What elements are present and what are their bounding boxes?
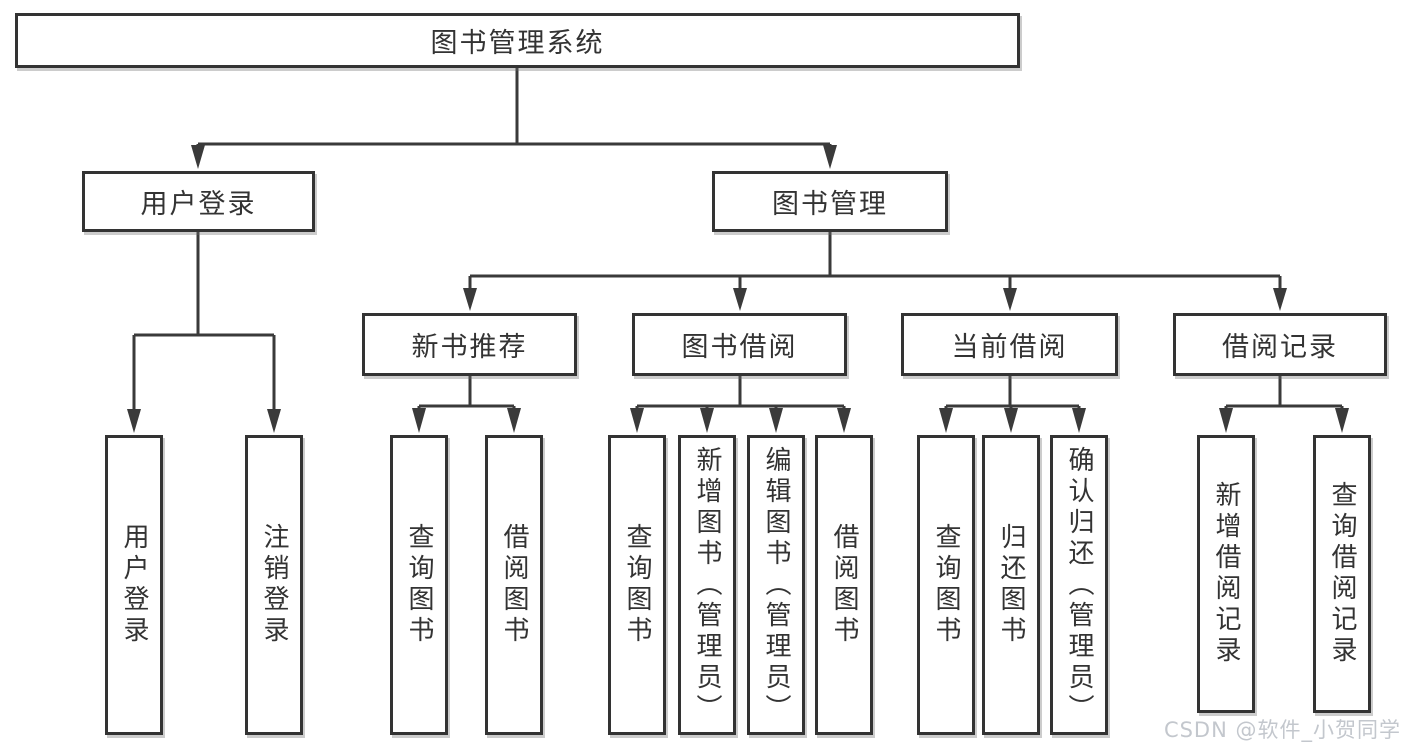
leaf-query-borrow-record-label: 查询借阅记录 — [1327, 481, 1357, 667]
watermark: CSDN @软件_小贺同学 — [1163, 718, 1401, 742]
node-borrow-records-label: 借阅记录 — [1222, 332, 1338, 363]
node-borrow-records: 借阅记录 — [1173, 313, 1387, 376]
arrowheads — [127, 145, 1349, 433]
leaf-borrow-book-2: 借阅图书 — [815, 435, 873, 735]
node-book-borrow-label: 图书借阅 — [681, 332, 798, 363]
leaf-add-borrow-record: 新增借阅记录 — [1197, 435, 1255, 713]
node-book-borrow: 图书借阅 — [632, 313, 847, 376]
leaf-logout-label: 注销登录 — [259, 523, 289, 647]
leaf-query-borrow-record: 查询借阅记录 — [1313, 435, 1371, 713]
leaf-query-book-1: 查询图书 — [390, 435, 448, 735]
leaf-borrow-book-2-label: 借阅图书 — [829, 523, 859, 647]
leaf-add-borrow-record-label: 新增借阅记录 — [1211, 481, 1241, 667]
leaf-user-login: 用户登录 — [105, 435, 163, 735]
leaf-query-book-1-label: 查询图书 — [404, 523, 434, 647]
leaf-return-book-label: 归还图书 — [996, 523, 1026, 647]
node-new-book-recommend-label: 新书推荐 — [411, 332, 528, 363]
leaf-query-book-2-label: 查询图书 — [622, 523, 652, 647]
leaf-edit-book-admin: 编辑图书（管理员） — [747, 435, 805, 735]
leaf-borrow-book-1-label: 借阅图书 — [499, 523, 529, 647]
leaf-edit-book-admin-label: 编辑图书（管理员） — [761, 445, 791, 725]
node-user-login: 用户登录 — [82, 171, 315, 232]
node-root: 图书管理系统 — [15, 13, 1020, 68]
leaf-return-book: 归还图书 — [982, 435, 1040, 735]
leaf-logout: 注销登录 — [245, 435, 303, 735]
node-book-management-label: 图书管理 — [772, 189, 888, 220]
leaf-confirm-return-admin: 确认归还（管理员） — [1050, 435, 1108, 735]
node-current-borrow-label: 当前借阅 — [951, 332, 1068, 363]
leaf-add-book-admin: 新增图书（管理员） — [678, 435, 736, 735]
node-current-borrow: 当前借阅 — [901, 313, 1118, 376]
node-book-management: 图书管理 — [712, 171, 948, 232]
leaf-confirm-return-admin-label: 确认归还（管理员） — [1064, 445, 1094, 725]
leaf-user-login-label: 用户登录 — [119, 523, 149, 647]
node-new-book-recommend: 新书推荐 — [362, 313, 577, 376]
leaf-query-book-3-label: 查询图书 — [931, 523, 961, 647]
leaf-query-book-3: 查询图书 — [917, 435, 975, 735]
node-root-label: 图书管理系统 — [430, 28, 605, 59]
node-user-login-label: 用户登录 — [140, 189, 257, 220]
leaf-query-book-2: 查询图书 — [608, 435, 666, 735]
leaf-borrow-book-1: 借阅图书 — [485, 435, 543, 735]
leaf-add-book-admin-label: 新增图书（管理员） — [692, 445, 722, 725]
